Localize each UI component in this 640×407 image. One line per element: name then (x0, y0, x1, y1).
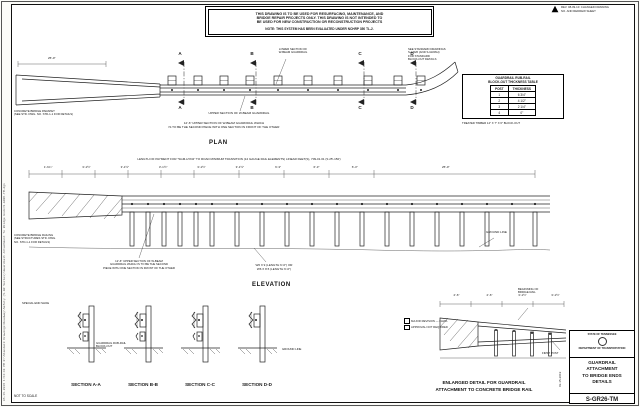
section-cc-label: SECTION C-C (185, 382, 215, 387)
rubrail-table: POST THICKNESS 1 6 3/4" 2 4 1/2" 3 2 1/4… (489, 85, 537, 116)
scale-note: NOT TO SCALE (14, 394, 38, 398)
section-cc-linework (181, 305, 221, 363)
section-bb-linework (124, 305, 164, 363)
rubrail-table-box: GUARDRAIL RUB-RAIL BLOCK-OUT THICKNESS T… (462, 74, 564, 119)
drawing-number: S-GR26-TM (570, 392, 634, 406)
elevation-view: LENGTH OF PAYMENT FOR "SGM-HYD2" TO ROAD… (14, 157, 566, 296)
cut-letter-a-bottom: A (178, 105, 182, 110)
major-revision-checkbox (404, 318, 410, 324)
elevation-bridge-note: CONCRETE BRIDGE RAILING (SEE STRUCTURES … (14, 233, 56, 244)
agency-block: STATE OF TENNESSEE DEPARTMENT OF TRANSPO… (570, 331, 634, 358)
dim-label: 3'-1½" (120, 165, 130, 169)
dim-label: 3'-1½" (551, 293, 560, 297)
plan-overlap-note: 12'-6" UPPER SECTION OF W-BEAM GUARDRAIL… (168, 121, 280, 129)
notice-line-3: BE USED FOR NEW CONSTRUCTION OR RECONSTR… (256, 19, 383, 24)
dim-label: 6'-3" (275, 165, 282, 169)
revision-flag-label: APPROVAL NOT REQUIRED (411, 325, 448, 330)
elevation-linework (28, 170, 551, 263)
cut-letter-a-top: A (178, 51, 182, 56)
section-bb-label: SECTION B-B (128, 382, 158, 387)
section-rubrail-callout: GUARDRAIL RUB-RAIL BLOCK-OUT (96, 341, 127, 349)
section-cc-figure (177, 300, 223, 380)
revision-flag-row: APPROVAL NOT REQUIRED (404, 324, 460, 330)
plan-view: 25'-0" LOWER SECTION OF W-BEAM GUARDRAIL… (14, 47, 462, 152)
agency-department: DEPARTMENT OF TRANSPORTATION (578, 346, 626, 350)
section-bb-figure (120, 300, 166, 380)
section-dd-figure (234, 300, 280, 380)
notice-line-1: THIS DRAWING IS TO BE USED FOR RESURFACI… (255, 11, 384, 16)
revision-note-text: REV. 08-09-10: CHANGED DRAWING NO. AND R… (561, 5, 609, 13)
usage-notice-box: THIS DRAWING IS TO BE USED FOR RESURFACI… (205, 6, 434, 37)
section-dd-label: SECTION D-D (242, 382, 272, 387)
revision-flag-label: MAJOR REVISION — FHWA (411, 318, 448, 323)
plan-title: PLAN (209, 140, 228, 146)
enlarged-detail-title: ENLARGED DETAIL FOR GUARDRAIL ATTACHMENT… (435, 380, 533, 392)
cut-letter-b-top: B (250, 51, 254, 56)
dim-label: 3'-1½" (518, 293, 527, 297)
revision-flag-row: MAJOR REVISION — FHWA (404, 318, 460, 324)
section-ground-callout: GROUND LINE (282, 347, 302, 351)
beginning-of-bridge-rail-note: BEGINNING OF BRIDGE RAIL (518, 287, 539, 295)
enlarged-detail: 2'-6" 2'-6" 3'-1½" 3'-1½" BEGINNING OF B… (398, 287, 572, 400)
drawing-date: 03-15-2019 (558, 371, 562, 387)
dim-label: 2'-6" (453, 293, 460, 297)
cell-post: 4 (489, 109, 509, 116)
plan-parapet-note: CONCRETE BRIDGE PARAPET (SEE STD. DWG. N… (14, 109, 73, 117)
rubrail-table-footnote: TREATED TIMBER 14" X 7" X 6" BLOCK-OUT (462, 121, 521, 125)
dim-label: 3'-1½" (158, 165, 168, 169)
revision-checkboxes: MAJOR REVISION — FHWA APPROVAL NOT REQUI… (404, 318, 460, 331)
section-aa-linework (67, 305, 107, 363)
plan-linework (15, 58, 459, 112)
enlarged-linework (439, 301, 567, 359)
enlarged-dim-row: 2'-6" 2'-6" 3'-1½" 3'-1½" (440, 293, 572, 297)
plan-dim-label: 25'-0" (48, 56, 56, 60)
usage-notice-inner: THIS DRAWING IS TO BE USED FOR RESURFACI… (207, 8, 432, 35)
plan-standard-drawings-note: SEE STANDARD DRAWINGS S-GR26 (AND S-GR26… (408, 47, 446, 62)
cell-thickness: 0" (507, 109, 537, 116)
elevation-payment-note: LENGTH OF PAYMENT FOR "SGM-HYD2" TO ROAD… (137, 157, 341, 161)
plot-stamp: 05-15-2019 1:54:43 PM R:\Standard Drawin… (3, 183, 6, 401)
cut-letter-d-top: D (410, 51, 414, 56)
section-aa-figure (63, 300, 109, 380)
elevation-post-note: W6 X 9 (LENGTH 6'-0") OR W6 X 8.5 (LENGT… (255, 263, 293, 271)
elevation-dim-right: 25'-0" (442, 165, 450, 169)
dim-label: 6'-3" (351, 165, 358, 169)
notice-line-2: BRIDGE REPAIR PROJECTS ONLY. THIS DRAWIN… (256, 15, 383, 20)
cut-letter-c-bottom: C (358, 105, 362, 110)
elevation-dim-row: 1'-6¾" 3'-1½" 3'-1½" 3'-1½" 3'-1½" 3'-1½… (29, 165, 374, 169)
approval-checkbox (404, 324, 410, 330)
title-block: STATE OF TENNESSEE DEPARTMENT OF TRANSPO… (558, 330, 635, 406)
cut-letter-d-bottom: D (410, 105, 414, 110)
agency-state: STATE OF TENNESSEE (587, 332, 617, 336)
sheet-title: GUARDRAIL ATTACHMENT TO BRIDGE ENDS DETA… (582, 359, 622, 385)
revision-triangle-icon (551, 5, 559, 13)
plan-upper-section-note: UPPER SECTION OF W-BEAM GUARDRAIL (208, 111, 270, 115)
table-row: 4 0" (489, 109, 537, 116)
elevation-overlap-note: 12'-6" UPPER SECTION OF W-BEAM GUARDRAIL… (103, 259, 175, 270)
tdot-seal-icon (597, 336, 607, 346)
section-end-shoe-callout: SPECIAL END SHOE (22, 301, 50, 305)
dim-label: 2'-6" (486, 293, 493, 297)
drawing-frame (11, 4, 635, 403)
section-dd-linework (238, 305, 278, 363)
dim-label: 6'-3" (313, 165, 320, 169)
dim-label: 3'-1½" (235, 165, 245, 169)
ground-line-label: GROUND LINE (486, 230, 507, 234)
section-aa-label: SECTION A-A (71, 382, 101, 387)
dim-label: 1'-6¾" (43, 165, 53, 169)
nchrp-note: NOTE: THIS SYSTEM HAS BEEN EVALUATED UND… (265, 26, 374, 31)
first-post-note: FIRST POST (542, 351, 559, 355)
cut-letter-c-top: C (358, 51, 362, 56)
plan-lower-section-note: LOWER SECTION OF W-BEAM GUARDRAIL (278, 47, 308, 55)
cut-letter-b-bottom: B (250, 105, 254, 110)
dim-label: 3'-1½" (197, 165, 206, 169)
elevation-title: ELEVATION (252, 282, 291, 288)
rubrail-table-title: GUARDRAIL RUB-RAIL BLOCK-OUT THICKNESS T… (488, 76, 538, 84)
dim-label: 3'-1½" (82, 165, 91, 169)
revision-note: REV. 08-09-10: CHANGED DRAWING NO. AND R… (551, 5, 633, 13)
